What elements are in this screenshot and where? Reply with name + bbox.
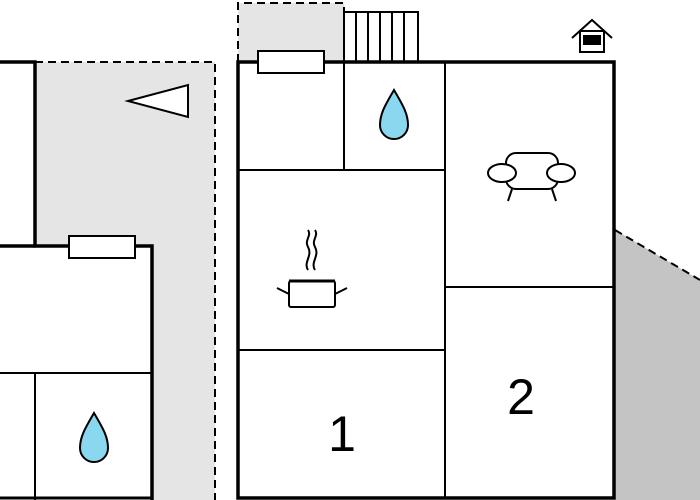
water-drop-icon xyxy=(78,410,110,463)
left-terrace-dashed-edge xyxy=(35,61,216,500)
window-icon xyxy=(68,235,136,259)
left-terrace xyxy=(35,62,215,500)
water-drop-icon xyxy=(378,87,410,140)
entry-porch xyxy=(238,3,344,62)
cooking-pot-icon xyxy=(276,229,348,308)
stairs-icon xyxy=(343,11,419,63)
entrance-icon xyxy=(571,18,613,53)
room-2-label: 2 xyxy=(507,369,535,425)
entry-porch-dashed-edge xyxy=(237,2,345,62)
window-icon xyxy=(257,50,325,74)
right-terrace-dashed-edge xyxy=(614,229,700,281)
right-terrace xyxy=(615,230,700,500)
room-1-label: 1 xyxy=(328,406,356,462)
sofa-icon xyxy=(487,152,576,202)
left-building-walls xyxy=(0,60,154,500)
north-arrow-icon xyxy=(124,83,189,119)
main-building-walls xyxy=(236,60,616,500)
